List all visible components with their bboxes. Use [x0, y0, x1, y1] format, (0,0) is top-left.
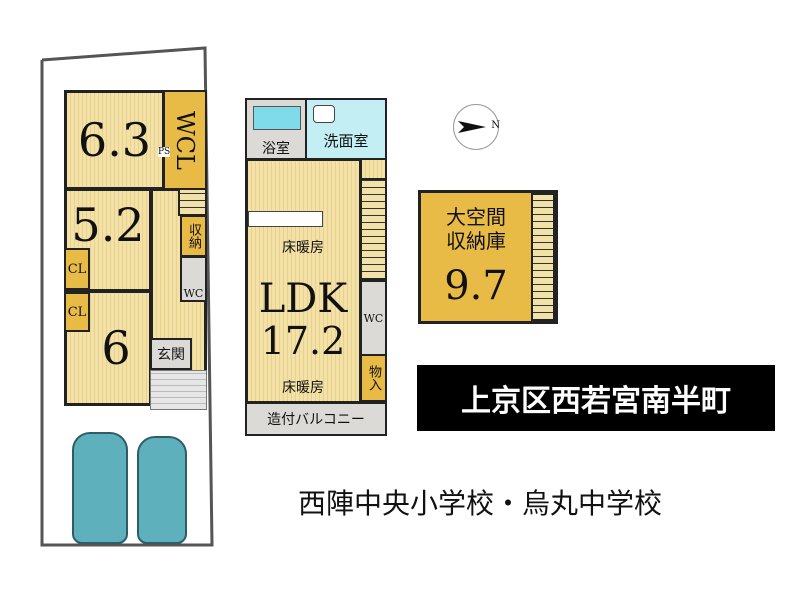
compass-arrow-icon [458, 121, 486, 133]
toilet: WC [180, 256, 207, 302]
room-6.3: 6.3 [64, 90, 165, 190]
parking-car-1 [72, 432, 128, 544]
storage-room: 大空間 収納庫 9.7 [418, 190, 558, 324]
washroom: 洗面室 [305, 98, 387, 160]
storage-room-size: 9.7 [444, 263, 508, 309]
school-district: 西陣中央小学校・烏丸中学校 [298, 487, 663, 520]
room-size: 6.3 [77, 113, 152, 167]
bathroom: 浴室 [245, 98, 307, 160]
closet-2f: 物入 [360, 354, 387, 402]
address-banner: 上京区西若宮南半町 [417, 365, 775, 431]
compass: N [453, 104, 500, 150]
kitchen-counter [248, 211, 323, 227]
bath-label: 浴室 [262, 141, 290, 157]
floor-heating-label: 床暖房 [282, 240, 324, 256]
washroom-label: 洗面室 [323, 131, 369, 150]
entrance-tile [150, 370, 207, 410]
room-size: 5.2 [71, 198, 145, 252]
parking-car-2 [137, 436, 187, 544]
stairs [531, 193, 555, 321]
ldk: 床暖房 LDK 17.2 床暖房 [245, 158, 362, 404]
stairs [360, 178, 387, 280]
room-size: 6 [101, 321, 131, 375]
landing [360, 158, 387, 180]
ldk-size: 17.2 [260, 319, 346, 363]
wcl-label: WCL [171, 110, 199, 170]
closet-1: CL [64, 248, 90, 290]
storage-room-label: 大空間 収納庫 [446, 205, 506, 253]
pipe-space: PS [158, 147, 171, 157]
sink-icon [313, 105, 335, 123]
toilet-2f: WC [360, 280, 387, 356]
entrance: 玄関 [150, 338, 192, 370]
floor-heating-label: 床暖房 [282, 380, 324, 396]
walk-in-closet: WCL [163, 90, 207, 190]
storage: 収納 [180, 215, 207, 257]
bathtub-icon [253, 106, 301, 130]
balcony: 造付バルコニー [245, 402, 387, 436]
stairs [178, 188, 207, 216]
closet-2: CL [64, 292, 90, 332]
ldk-label: LDK [258, 276, 348, 322]
north-label: N [491, 120, 500, 131]
